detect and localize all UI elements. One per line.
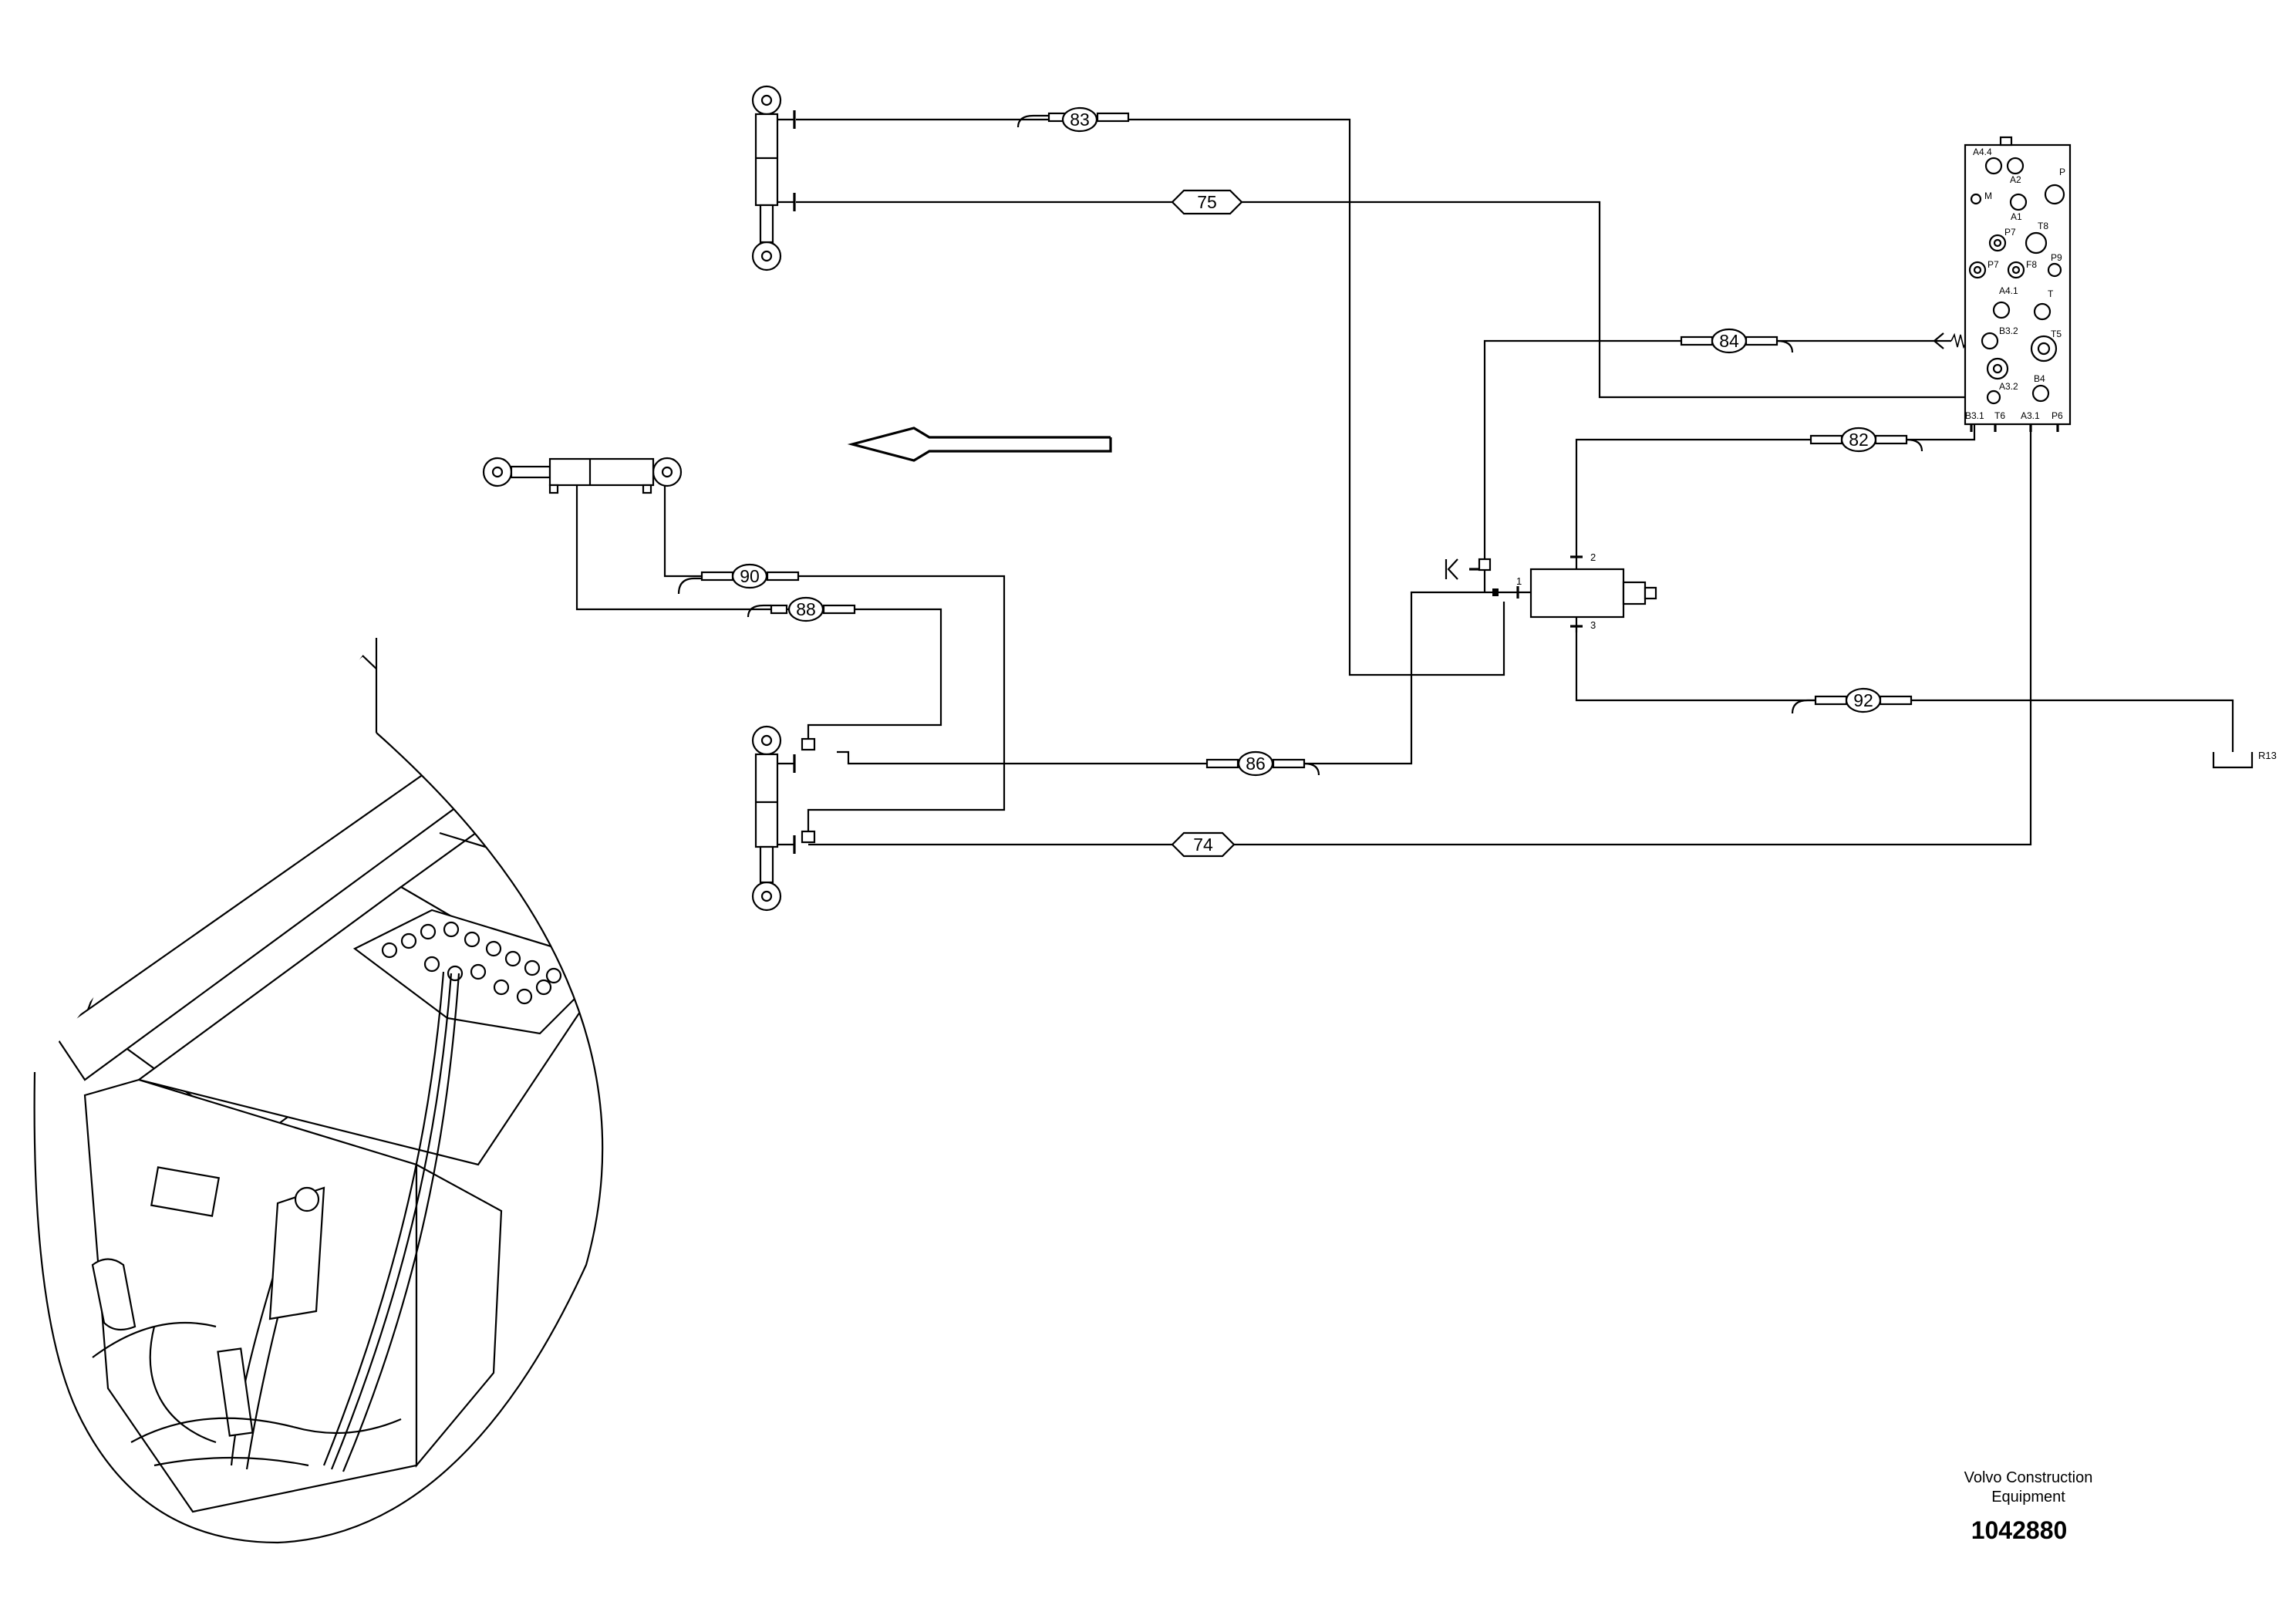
hose-label-84: 84	[1719, 331, 1739, 351]
port-T: T	[2048, 288, 2054, 299]
hose-90	[677, 563, 800, 595]
port-T8: T8	[2038, 221, 2048, 231]
hose-label-92: 92	[1853, 690, 1873, 710]
port-A1: A1	[2011, 211, 2022, 222]
port-F8: F8	[2026, 259, 2037, 270]
lower-vertical-cylinder	[751, 725, 816, 912]
tank-label: R13	[2258, 750, 2277, 761]
hose-83	[1017, 106, 1130, 133]
small-valve	[1516, 551, 1657, 632]
horizontal-cylinder	[482, 457, 683, 494]
port-P: P	[2059, 167, 2065, 177]
hose-label-83: 83	[1070, 110, 1090, 130]
port-A2: A2	[2010, 174, 2021, 185]
valve-block	[1964, 136, 2072, 432]
port-A3.2: A3.2	[1999, 381, 2018, 392]
brand-line-2: Equipment	[1991, 1489, 2065, 1506]
port-P7: P7	[1988, 259, 1999, 270]
port-M: M	[1984, 191, 1992, 201]
port-A4.1: A4.1	[1999, 285, 2018, 296]
port-B3.2: B3.2	[1999, 325, 2018, 336]
brand-line-1: Volvo Construction	[1964, 1469, 2093, 1486]
port-T6: T6	[1994, 410, 2005, 421]
hose-label-75: 75	[1197, 192, 1217, 212]
hose-label-88: 88	[796, 599, 816, 619]
small-valve-port-1: 1	[1516, 575, 1522, 587]
hose-92	[1791, 687, 1913, 714]
hose-label-74: 74	[1193, 835, 1213, 855]
upper-vertical-cylinder	[751, 85, 796, 271]
tank-symbol	[2212, 752, 2254, 769]
hose-88	[747, 596, 856, 622]
port-A3.1: A3.1	[2021, 410, 2040, 421]
hose-label-82: 82	[1849, 430, 1869, 450]
hose-label-90: 90	[740, 566, 760, 586]
port-T5: T5	[2051, 329, 2062, 339]
hose-74	[1171, 831, 1236, 858]
port-B3.1: B3.1	[1965, 410, 1984, 421]
machine-detail-illustration	[33, 638, 604, 1544]
small-valve-port-3: 3	[1590, 619, 1596, 631]
hose-75	[1171, 189, 1243, 215]
port-B4: B4	[2034, 373, 2045, 384]
check-valve-tee	[1445, 555, 1499, 596]
port-A4.4: A4.4	[1973, 147, 1992, 157]
document-number: 1042880	[1971, 1516, 2068, 1544]
hose-label-86: 86	[1246, 754, 1266, 774]
port-P7-upper: P7	[2004, 227, 2016, 238]
hose-82	[1809, 427, 1923, 453]
small-valve-port-2: 2	[1590, 551, 1596, 563]
hose-84	[1680, 328, 1794, 354]
direction-arrow-icon	[847, 427, 1112, 462]
hose-86	[1205, 750, 1320, 777]
port-P6: P6	[2052, 410, 2063, 421]
port-P9: P9	[2051, 252, 2062, 263]
